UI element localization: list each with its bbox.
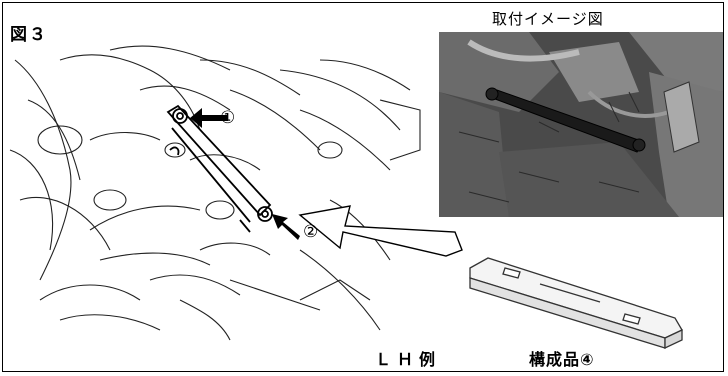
callout-1: ① (220, 108, 236, 128)
outline-arrow (298, 205, 463, 257)
arrow-1 (190, 108, 228, 128)
figure-number: 図３ (10, 25, 48, 45)
installation-photo-render (439, 32, 723, 217)
side-label: ＬＨ例 (375, 350, 442, 369)
photo-caption: 取付イメージ図 (492, 10, 604, 28)
callout-2: ② (303, 222, 319, 242)
part-label: 構成品④ (529, 350, 595, 369)
installation-photo (439, 32, 723, 217)
arrow-2 (272, 214, 300, 240)
